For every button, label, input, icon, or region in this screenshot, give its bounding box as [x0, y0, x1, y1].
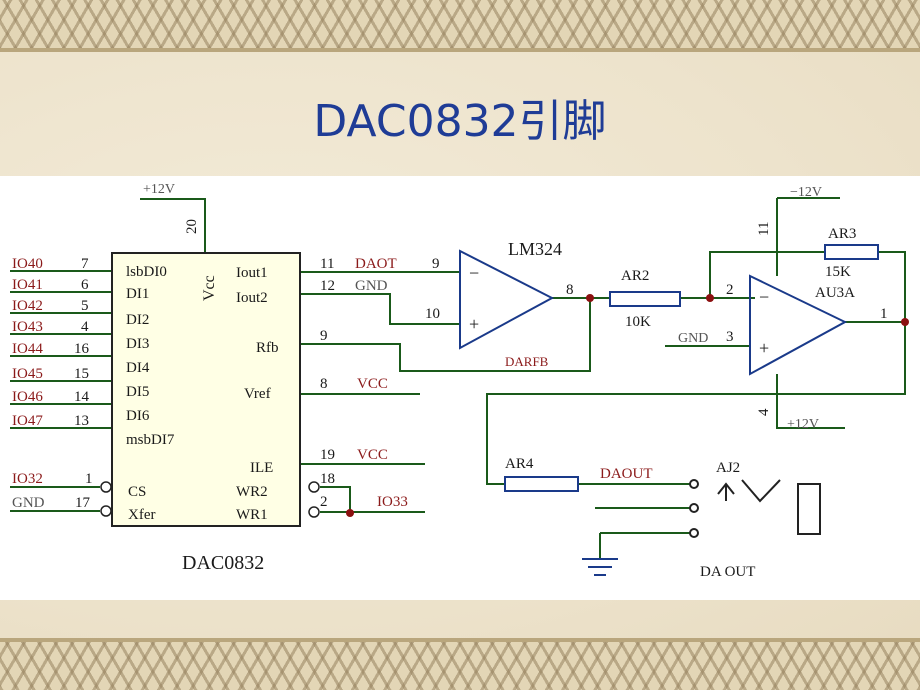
opamp1-plus-sign: +: [469, 314, 479, 334]
pin-name-di4: DI4: [126, 360, 150, 376]
wires: [10, 197, 906, 559]
pin-num-9-rfb: 9: [320, 328, 328, 344]
opamp2-pin3: 3: [726, 329, 734, 345]
pin-num-17: 17: [75, 495, 91, 511]
left-pin-group: IO40 IO41 IO42 IO43 IO44 IO45 IO46 IO47 …: [12, 256, 175, 448]
net-io33: IO33: [377, 494, 408, 510]
slide-title: DAC0832引脚: [313, 96, 607, 147]
opamp2-pin4: 4: [756, 408, 772, 416]
pin-name-lsbdi0: lsbDI0: [126, 264, 167, 280]
pin-num-14: 14: [74, 389, 90, 405]
net-vcc-vref: VCC: [357, 376, 388, 392]
ar3-value: 15K: [825, 264, 851, 280]
supply-minus12v-label: −12V: [790, 185, 822, 200]
pin-num-2-wr1: 2: [320, 494, 328, 510]
opamp1-pin8: 8: [566, 282, 574, 298]
ar4-resistor: [504, 476, 579, 492]
lm324-opamp-symbol: [459, 249, 555, 350]
ar2-resistor: [609, 291, 681, 307]
pin-name-vref: Vref: [244, 386, 271, 402]
dac0832-chip-body: [111, 252, 301, 527]
net-daot: DAOT: [355, 256, 397, 272]
opamp2-minus-sign: −: [759, 287, 769, 307]
pin-name-cs: CS: [128, 484, 146, 500]
net-io32: IO32: [12, 471, 43, 487]
ar4-name: AR4: [505, 456, 534, 472]
ar3-name: AR3: [828, 226, 856, 242]
pin-name-iout1: Iout1: [236, 265, 268, 281]
opamp2-pin11: 11: [756, 222, 772, 236]
circuit-schematic: +12V 20 Vcc IO40 IO41 IO42 IO43 IO44 IO4…: [0, 176, 920, 600]
pin-name-msbdi7: msbDI7: [126, 432, 175, 448]
opamp1-pin9: 9: [432, 256, 440, 272]
ar2-value: 10K: [625, 314, 651, 330]
aj2-label: AJ2: [716, 460, 740, 476]
net-io44: IO44: [12, 341, 43, 357]
pin-num-8-vref: 8: [320, 376, 328, 392]
opamp1-pin10: 10: [425, 306, 440, 322]
pin-name-ile: ILE: [250, 460, 273, 476]
pin-name-di3: DI3: [126, 336, 149, 352]
vcc-pin-label: Vcc: [201, 275, 218, 301]
pin-num-18: 18: [320, 471, 335, 487]
ar3-resistor: [824, 244, 879, 260]
opamp1-minus-sign: −: [469, 263, 479, 283]
pin-num-11: 11: [320, 256, 334, 272]
pin-num-16: 16: [74, 341, 90, 357]
pin-name-di1: DI1: [126, 286, 149, 302]
net-io46: IO46: [12, 389, 43, 405]
pin-name-iout2: Iout2: [236, 290, 268, 306]
decorative-border-bottom: [0, 638, 920, 690]
opamp2-pin1: 1: [880, 306, 888, 322]
net-daout: DAOUT: [600, 466, 653, 482]
pin-num-1: 1: [85, 471, 93, 487]
jack-symbol: [689, 479, 821, 538]
pin-num-15: 15: [74, 366, 89, 382]
au3a-opamp-symbol: [749, 274, 848, 376]
net-io41: IO41: [12, 277, 43, 293]
pin-num-19: 19: [320, 447, 335, 463]
pin20-label: 20: [184, 219, 200, 234]
ar2-name: AR2: [621, 268, 649, 284]
net-vcc-ile: VCC: [357, 447, 388, 463]
pin-num-12: 12: [320, 278, 335, 294]
net-io40: IO40: [12, 256, 43, 272]
net-gnd-iout2: GND: [355, 278, 388, 294]
pin-num-7: 7: [81, 256, 89, 272]
net-io45: IO45: [12, 366, 43, 382]
decorative-border-top: [0, 0, 920, 52]
ground-symbol: [582, 558, 618, 576]
net-gnd-opamp2: GND: [678, 331, 708, 346]
net-darfb: DARFB: [505, 354, 549, 369]
da-out-label: DA OUT: [700, 564, 755, 580]
pin-name-di2: DI2: [126, 312, 149, 328]
supply-plus12v-top-label: +12V: [143, 182, 175, 197]
pin-name-xfer: Xfer: [128, 507, 155, 523]
net-io47: IO47: [12, 413, 43, 429]
pin-name-rfb: Rfb: [256, 340, 279, 356]
junction-dots: [346, 294, 909, 517]
chip-name-label: DAC0832: [182, 552, 264, 574]
pin-num-6: 6: [81, 277, 89, 293]
pin-name-di6: DI6: [126, 408, 150, 424]
lm324-label: LM324: [508, 239, 562, 259]
pin-name-di5: DI5: [126, 384, 149, 400]
net-io43: IO43: [12, 319, 43, 335]
opamp2-pin2: 2: [726, 282, 734, 298]
pin-num-5: 5: [81, 298, 89, 314]
pin-name-wr1: WR1: [236, 507, 268, 523]
pin-num-4: 4: [81, 319, 89, 335]
au3a-label: AU3A: [815, 285, 855, 301]
net-io42: IO42: [12, 298, 43, 314]
supply-plus12v-bottom-label: +12V: [787, 417, 819, 432]
pin-name-wr2: WR2: [236, 484, 268, 500]
pin-num-13: 13: [74, 413, 89, 429]
schematic-svg: +12V 20 Vcc IO40 IO41 IO42 IO43 IO44 IO4…: [10, 182, 909, 580]
net-gnd-xfer: GND: [12, 495, 45, 511]
inversion-bubbles: [100, 481, 320, 518]
opamp2-plus-sign: +: [759, 338, 769, 358]
